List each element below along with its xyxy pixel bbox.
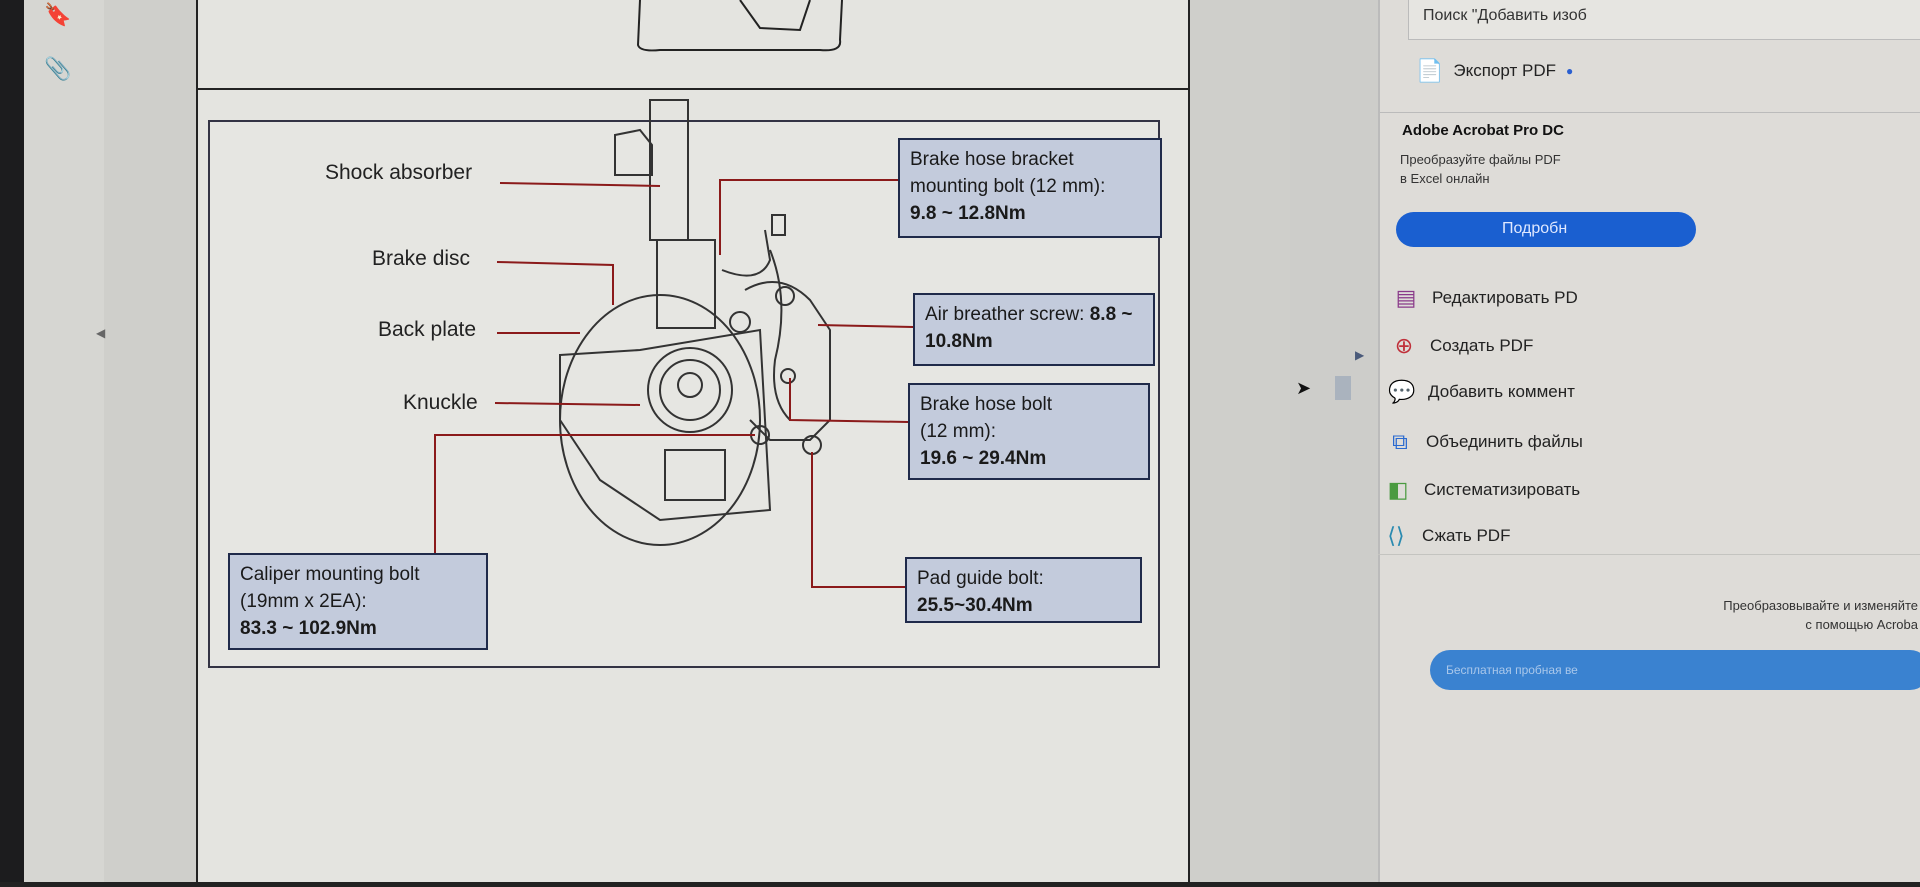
callout-text: Brake hose bracket (910, 149, 1074, 170)
compress-pdf-icon: ⟨⟩ (1387, 523, 1405, 548)
left-toolbar: 🔖 📎 ◀ (24, 0, 106, 887)
scrollbar-thumb[interactable] (1335, 376, 1351, 400)
footer-promo: Преобразовывайте и изменяйте с помощью A… (1350, 596, 1920, 634)
edit-pdf-icon: ▤ (1395, 285, 1417, 310)
scrollbar-area (1290, 0, 1378, 887)
callout-caliper-mounting: Caliper mounting bolt (19mm x 2EA): 83.3… (228, 553, 488, 650)
strut-drawing-top (636, 0, 843, 52)
label-brake-disc: Brake disc (372, 247, 471, 270)
create-pdf-icon: ⊕ (1394, 333, 1414, 358)
tool-label: Систематизировать (1424, 480, 1581, 499)
divider (1378, 554, 1920, 555)
premium-badge-icon: ● (1566, 64, 1574, 78)
screen-bezel-bottom (0, 882, 1920, 887)
torque-value: 9.8 ~ 12.8Nm (910, 203, 1026, 224)
label-knuckle: Knuckle (403, 391, 478, 414)
export-label: Экспорт PDF (1453, 61, 1557, 80)
divider (1380, 112, 1920, 113)
torque-value: 8.8 ~ (1089, 304, 1133, 325)
tool-create-pdf[interactable]: ⊕ Создать PDF (1390, 328, 1534, 364)
callout-text: Pad guide bolt: (917, 568, 1044, 589)
combine-files-icon: ⧉ (1392, 429, 1408, 454)
torque-value: 25.5~30.4Nm (917, 595, 1033, 616)
tool-organize[interactable]: ◧ Систематизировать (1384, 472, 1581, 508)
comment-icon: 💬 (1388, 379, 1416, 404)
footer-line: с помощью Acroba (1805, 617, 1918, 632)
callout-text: Caliper mounting bolt (240, 564, 420, 585)
tool-label: Создать PDF (1430, 336, 1534, 355)
brake-assembly-drawing (434, 99, 914, 588)
tool-label: Объединить файлы (1426, 432, 1583, 451)
expand-panel-icon[interactable]: ▶ (1355, 348, 1365, 362)
callout-text: mounting bolt (12 mm): (910, 176, 1106, 197)
tool-label: Редактировать PD (1432, 288, 1578, 307)
tool-label: Сжать PDF (1422, 526, 1511, 545)
export-pdf-item[interactable]: 📄 Экспорт PDF ● (1416, 58, 1573, 84)
torque-value: 83.3 ~ 102.9Nm (240, 618, 377, 639)
export-pdf-icon: 📄 (1416, 58, 1444, 83)
search-input[interactable]: Поиск "Добавить изоб (1408, 0, 1920, 40)
organize-pages-icon: ◧ (1387, 477, 1409, 502)
label-shock-absorber: Shock absorber (325, 161, 473, 184)
torque-value: 10.8Nm (925, 331, 993, 352)
tool-edit-pdf[interactable]: ▤ Редактировать PD (1392, 280, 1578, 316)
collapse-left-icon[interactable]: ◀ (96, 326, 106, 340)
more-button[interactable]: Подробн (1396, 212, 1696, 247)
torque-value: 19.6 ~ 29.4Nm (920, 448, 1047, 469)
callout-text: Air breather screw: (925, 304, 1090, 325)
right-tools-panel: Поиск "Добавить изоб 📄 Экспорт PDF ● Ado… (1378, 0, 1920, 887)
callout-brake-hose-bolt: Brake hose bolt (12 mm): 19.6 ~ 29.4Nm (908, 383, 1150, 480)
divider (196, 88, 1190, 90)
callout-text: (19mm x 2EA): (240, 591, 367, 612)
tool-label: Добавить коммент (1428, 382, 1575, 401)
callout-text: (12 mm): (920, 421, 996, 442)
product-title: Adobe Acrobat Pro DC (1402, 122, 1564, 139)
mouse-cursor-icon: ➤ (1296, 378, 1312, 398)
callout-pad-guide: Pad guide bolt: 25.5~30.4Nm (905, 557, 1142, 623)
callout-air-breather: Air breather screw: 8.8 ~ 10.8Nm (913, 293, 1155, 366)
screen-bezel (0, 0, 24, 887)
free-trial-button[interactable]: Бесплатная пробная ве (1430, 650, 1920, 690)
footer-line: Преобразовывайте и изменяйте (1723, 598, 1918, 613)
promo-text: Преобразуйте файлы PDF в Excel онлайн (1400, 152, 1561, 186)
tool-combine-files[interactable]: ⧉ Объединить файлы (1386, 424, 1583, 460)
label-back-plate: Back plate (378, 318, 477, 341)
tool-add-comment[interactable]: 💬 Добавить коммент (1388, 374, 1575, 410)
callout-text: Brake hose bolt (920, 394, 1053, 415)
callout-brake-hose-bracket: Brake hose bracket mounting bolt (12 mm)… (898, 138, 1162, 238)
tool-compress-pdf[interactable]: ⟨⟩ Сжать PDF (1382, 518, 1510, 554)
